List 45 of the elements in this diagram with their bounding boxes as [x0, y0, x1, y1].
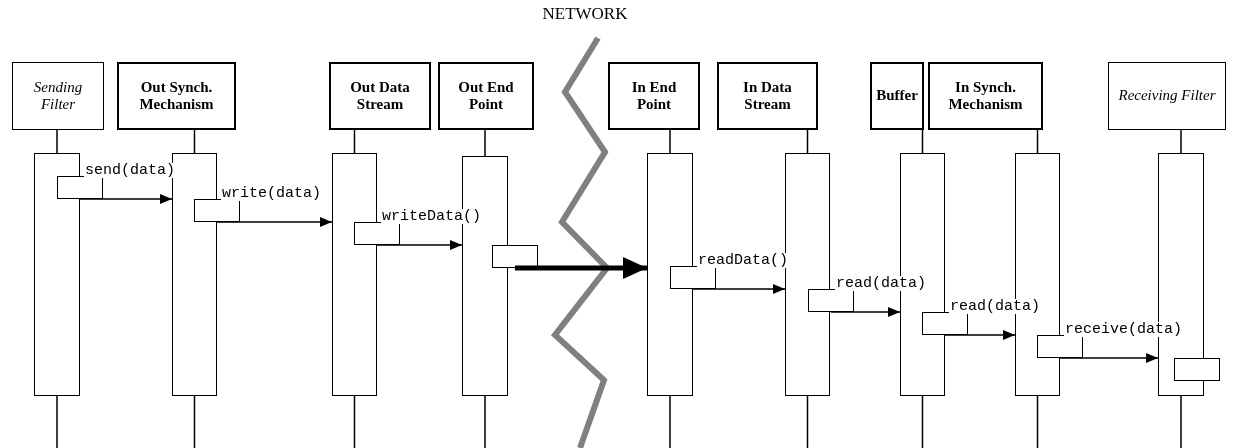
message-arrow	[376, 240, 463, 250]
activation-bar	[647, 153, 693, 396]
object-box: Out Data Stream	[329, 62, 431, 130]
object-box: In Data Stream	[717, 62, 818, 130]
lifeline	[921, 129, 924, 154]
lifeline	[806, 129, 809, 154]
edge-label: readData()	[697, 253, 789, 268]
activation-box	[1037, 335, 1083, 358]
edge-label: send(data)	[84, 163, 176, 178]
lifeline	[484, 129, 486, 157]
activation-bar	[34, 153, 80, 396]
lifeline	[353, 129, 356, 154]
activation-box	[1174, 358, 1220, 381]
activation-box	[194, 199, 240, 222]
message-arrow	[944, 330, 1016, 340]
lifeline	[669, 129, 671, 154]
activation-bar	[172, 153, 217, 396]
message-arrow	[692, 284, 786, 294]
lifeline	[1036, 129, 1039, 154]
lifeline	[1180, 129, 1182, 154]
activation-bar	[332, 153, 377, 396]
network-label: NETWORK	[541, 4, 629, 24]
object-box: Buffer	[870, 62, 924, 130]
activation-box	[808, 289, 854, 312]
object-box: Receiving Filter	[1108, 62, 1226, 130]
activation-bar	[785, 153, 830, 396]
message-arrow	[515, 257, 647, 279]
lifeline	[56, 129, 58, 154]
object-box: In End Point	[608, 62, 700, 130]
object-box: Sending Filter	[12, 62, 104, 130]
message-arrow	[830, 307, 901, 317]
edge-label: read(data)	[949, 299, 1041, 314]
lifeline	[193, 129, 196, 154]
edge-label: read(data)	[835, 276, 927, 291]
activation-box	[922, 312, 968, 335]
activation-box	[354, 222, 400, 245]
object-box: Out End Point	[438, 62, 534, 130]
object-box: In Synch. Mechanism	[928, 62, 1043, 130]
activation-box	[670, 266, 716, 289]
activation-box	[492, 245, 538, 268]
message-arrow	[1059, 353, 1159, 363]
object-box: Out Synch. Mechanism	[117, 62, 236, 130]
message-arrow	[79, 194, 173, 204]
message-arrow	[216, 217, 333, 227]
activation-box	[57, 176, 103, 199]
